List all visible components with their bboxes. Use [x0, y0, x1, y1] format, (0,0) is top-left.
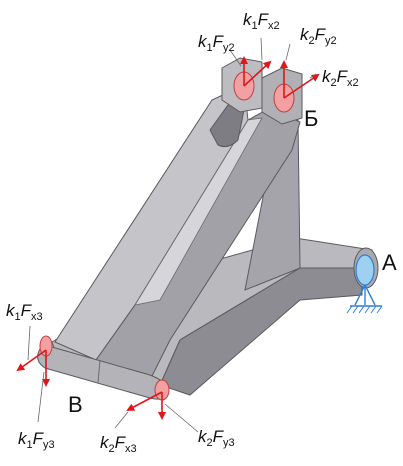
upright-channel — [134, 117, 263, 306]
arrow-k2Fx3 — [126, 391, 163, 411]
label-k1Fy2: k1Fy2 — [198, 32, 235, 54]
label-k2Fy3: k2Fy3 — [198, 427, 235, 449]
label-k1Fx3: k1Fx3 — [6, 301, 43, 323]
label-k2Fy2: k2Fy2 — [300, 25, 337, 47]
arrow-k2Fx2 — [283, 73, 320, 99]
bracket-part — [37, 57, 379, 400]
cylinder-seam — [97, 359, 101, 384]
label-k2Fx3: k2Fx3 — [100, 433, 137, 455]
arrow-k1Fx3 — [16, 349, 47, 372]
load-arrows — [16, 56, 320, 420]
label-k1Fy3: k1Fy3 — [18, 429, 55, 451]
arrow-k1Fx2 — [243, 60, 272, 87]
point-label-V: В — [68, 392, 83, 417]
label-k2Fx2: k2Fx2 — [322, 67, 359, 89]
point-label-A: А — [382, 250, 397, 275]
leader-lines — [27, 37, 317, 433]
point-label-B: Б — [304, 106, 318, 131]
support-A — [346, 254, 383, 314]
label-k1Fx2: k1Fx2 — [243, 10, 280, 32]
support-face — [355, 254, 375, 286]
